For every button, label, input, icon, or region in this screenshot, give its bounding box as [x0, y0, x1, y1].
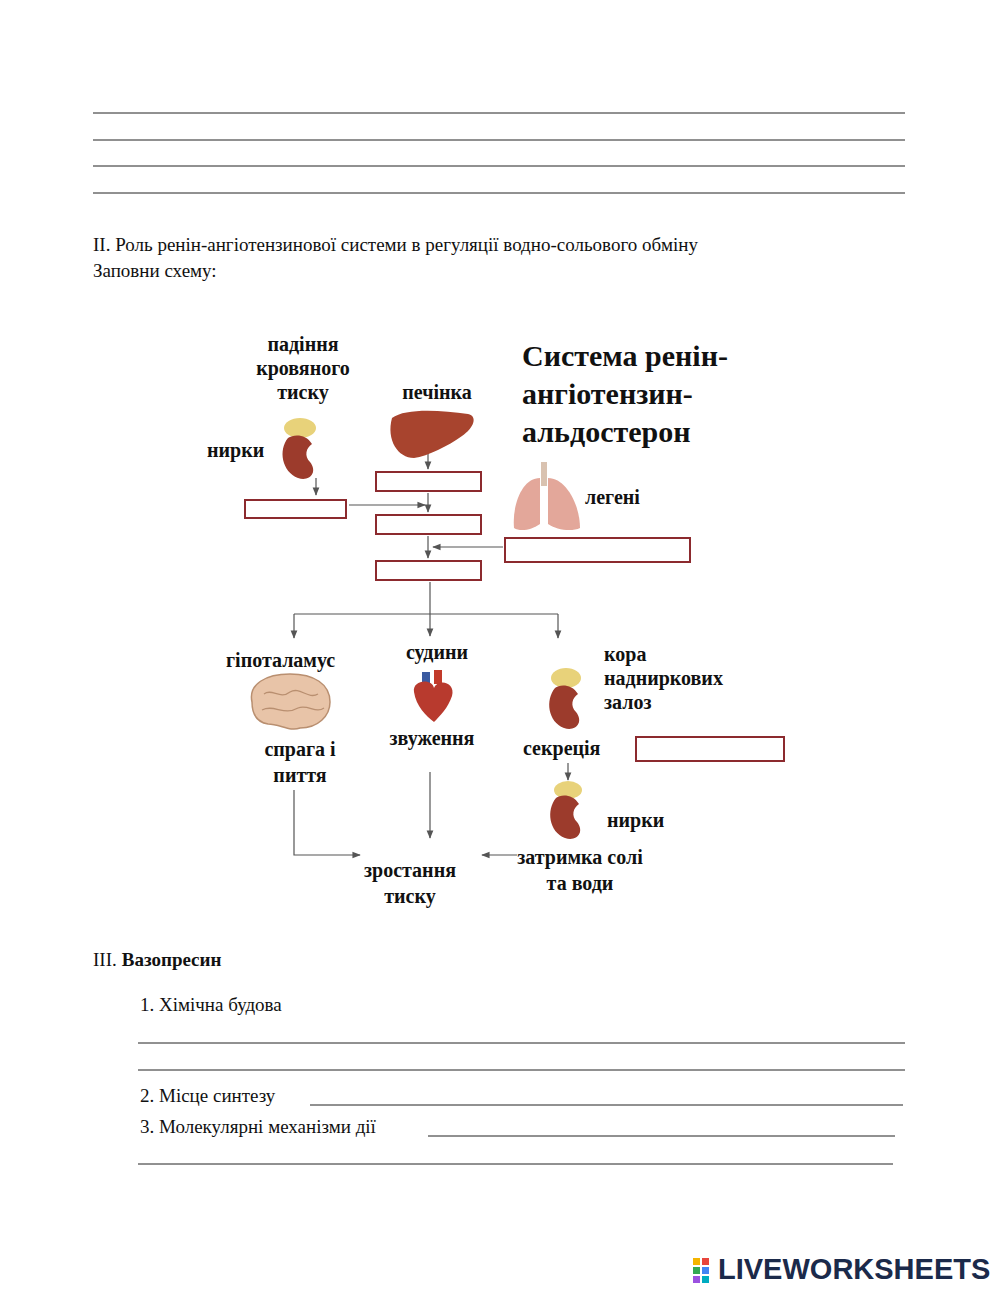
arrow	[315, 478, 316, 495]
kidney	[549, 686, 579, 729]
instruction: Заповни схему:	[93, 259, 393, 283]
answer-line	[138, 1164, 893, 1165]
answer-box	[505, 538, 690, 562]
answer-box	[636, 737, 784, 761]
liver-picture	[390, 411, 473, 458]
logo-mark	[693, 1258, 709, 1283]
organ-label: нирки	[207, 438, 264, 462]
branch-line	[294, 613, 558, 614]
logo-square	[702, 1276, 709, 1283]
lung	[514, 478, 540, 530]
answer-box	[376, 561, 481, 580]
answer-box	[245, 500, 346, 518]
organ-label: печінка	[377, 380, 497, 404]
logo-square	[702, 1267, 709, 1274]
kidney-picture	[549, 668, 581, 729]
effect-label: затримка солі та води	[514, 844, 646, 896]
logo-square	[702, 1258, 709, 1265]
diagram-title: Система ренін-ангіотензин-альдостерон	[522, 337, 772, 451]
answer-line	[93, 140, 905, 141]
trachea	[541, 462, 547, 486]
brain	[251, 674, 330, 729]
organ-label: легені	[585, 485, 640, 509]
answer-line	[310, 1105, 903, 1106]
section-heading: II. Роль ренін-ангіотензинової системи в…	[93, 233, 943, 257]
arrow	[482, 854, 517, 855]
liver	[390, 411, 473, 458]
answer-line	[93, 113, 905, 114]
logo-square	[693, 1267, 700, 1274]
answer-line	[93, 193, 905, 194]
result-label: зростання тиску	[350, 857, 470, 909]
effect-label: звуження	[367, 726, 497, 750]
answer-line	[428, 1136, 895, 1137]
kidney-picture	[283, 418, 316, 479]
organ-label: кора надниркових залоз	[604, 642, 744, 714]
heart-picture	[414, 670, 453, 722]
organ-label: гіпоталамус	[226, 648, 335, 672]
logo-square	[693, 1276, 700, 1283]
organ-label: нирки	[607, 808, 664, 832]
heart	[414, 682, 453, 722]
answer-box	[376, 472, 481, 491]
section-number: III.	[93, 948, 117, 972]
arrow	[567, 763, 568, 780]
brain-folds	[262, 690, 324, 710]
arrow	[427, 493, 428, 512]
adrenal-gland	[551, 668, 581, 688]
answer-boxes	[245, 472, 784, 761]
question: 2. Місце синтезу	[140, 1084, 275, 1108]
lungs-picture	[514, 462, 580, 530]
section-heading: Вазопресин	[122, 948, 222, 972]
arrow	[294, 790, 360, 855]
kidney-picture	[550, 781, 582, 839]
organ-label: судини	[377, 640, 497, 664]
answer-lines	[93, 113, 905, 1164]
lung	[548, 478, 580, 530]
adrenal-gland	[284, 418, 316, 438]
question: 3. Молекулярні механізми дії	[140, 1115, 376, 1139]
branch-line	[429, 582, 430, 614]
watermark: LIVEWORKSHEETS	[718, 1252, 990, 1286]
question: 1. Хімічна будова	[140, 993, 282, 1017]
arrow	[293, 614, 294, 638]
arrow	[557, 614, 558, 638]
effect-label: спрага і пиття	[258, 736, 342, 788]
kidney	[550, 796, 580, 839]
arrow	[349, 504, 425, 505]
answer-line	[93, 166, 905, 167]
arrow	[427, 536, 428, 558]
answer-line	[138, 1070, 905, 1071]
answer-box	[376, 515, 481, 534]
vessel	[434, 670, 442, 684]
arrow	[433, 546, 503, 547]
arrow	[429, 772, 430, 838]
logo-square	[693, 1258, 700, 1265]
stimulus-label: падіння кровяного тиску	[238, 332, 368, 404]
answer-line	[138, 1043, 905, 1044]
brain-picture	[251, 674, 330, 729]
kidney	[283, 436, 314, 479]
arrow	[429, 614, 430, 636]
effect-label: секреція	[523, 736, 600, 760]
